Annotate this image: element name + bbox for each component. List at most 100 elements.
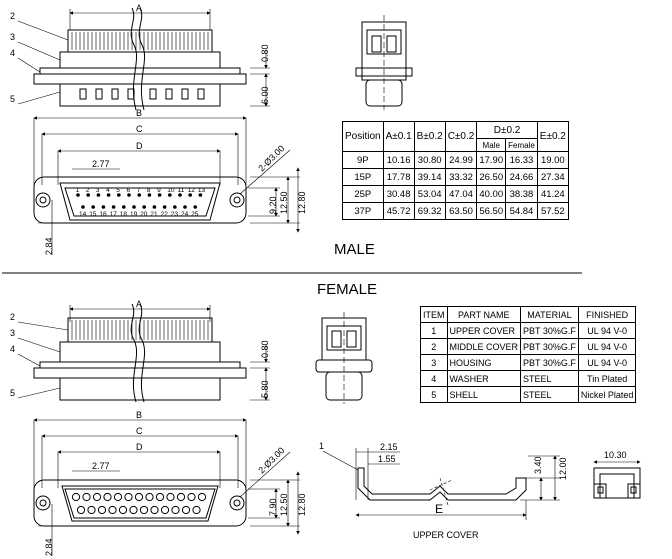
callout-leader <box>17 57 41 73</box>
callout-leader <box>17 353 41 367</box>
socket-hole <box>134 492 144 502</box>
female-label: FEMALE <box>317 281 377 298</box>
hole-male-label: 2-Ø3.00 <box>256 143 286 173</box>
dim-277-label-female: 2.77 <box>92 461 110 471</box>
dim-cell: 24.66 <box>505 168 538 186</box>
side-pin <box>181 88 189 100</box>
pin-hole <box>101 205 106 209</box>
socket-hole <box>160 505 170 515</box>
dim-c-label: C <box>136 124 143 134</box>
socket-hole <box>197 492 207 502</box>
dim-cell: 63.50 <box>444 202 478 220</box>
pin-number: 7 <box>137 187 141 194</box>
pin-number: 3 <box>96 187 100 194</box>
dim-cell: 19.00 <box>536 151 569 169</box>
pin-hole <box>157 193 162 197</box>
dim-cell: 26.50 <box>476 168 507 186</box>
side-pin <box>197 88 205 100</box>
dim-cell: 16.33 <box>505 151 538 169</box>
bom-cell: 2 <box>420 338 448 355</box>
pin-number: 16 <box>99 211 107 218</box>
pin-number: 21 <box>150 211 158 218</box>
pin-number: 13 <box>198 187 206 194</box>
pin-hole <box>96 193 101 197</box>
dim-284-label: 2.84 <box>44 237 54 255</box>
pin-hole <box>117 193 121 197</box>
callout-number: 5 <box>10 388 15 398</box>
dim-a-label-female: A <box>136 299 142 309</box>
socket-hole <box>166 492 175 502</box>
pin-hole <box>76 193 80 197</box>
socket-hole <box>171 505 180 515</box>
socket-hole <box>124 492 133 502</box>
dim-1030-label: 10.30 <box>604 450 627 460</box>
callout-number: 3 <box>10 32 15 42</box>
dim-580-label: 5.80 <box>260 380 270 398</box>
dim-d-label: D <box>136 141 143 151</box>
female-front-view: B C D 2.77 2-Ø3.00 7.90 12.50 12.80 <box>33 410 307 556</box>
socket-hole <box>187 492 196 502</box>
pin-number: 11 <box>178 187 185 194</box>
callout-number: 2 <box>10 312 15 322</box>
callout-leader <box>17 20 69 41</box>
pin-hole <box>132 205 136 209</box>
socket-hole <box>192 505 201 515</box>
bom-cell: HOUSING <box>446 354 522 371</box>
socket-hole <box>150 505 159 515</box>
pin-hole <box>106 193 111 197</box>
hole-female-label: 2-Ø3.00 <box>256 445 286 475</box>
socket-hole <box>155 492 165 502</box>
upper-cover-label: UPPER COVER <box>413 530 479 540</box>
dimension-table: Position A±0.1 B±0.2 C±0.2 D±0.2 E±0.2 M… <box>342 121 569 220</box>
socket-hole <box>71 492 81 502</box>
socket-hole <box>118 505 128 515</box>
socket-hole <box>181 505 191 515</box>
pin-number: 5 <box>116 187 120 194</box>
dim-col-c: C±0.2 <box>444 121 478 152</box>
dim-1280-label: 12.80 <box>297 191 307 214</box>
dim-cell: 53.04 <box>413 185 446 203</box>
pin-hole <box>127 193 131 197</box>
pin-number: 14 <box>79 211 87 218</box>
callout-leader <box>17 321 69 331</box>
pin-hole <box>137 193 141 197</box>
dim-080-label: 0.80 <box>260 44 270 62</box>
dim-c-label-female: C <box>136 426 143 436</box>
pin-number: 25 <box>191 211 199 218</box>
dim-col-a: A±0.1 <box>382 121 415 152</box>
dim-cell: 40.00 <box>476 185 507 203</box>
pin-number: 24 <box>181 211 189 218</box>
socket-hole <box>145 492 154 502</box>
dim-cell: 10.16 <box>382 151 415 169</box>
callout-number: 4 <box>10 344 15 354</box>
callout-number: 4 <box>10 48 15 58</box>
bom-cell: WASHER <box>446 370 522 387</box>
pin-number: 17 <box>110 211 118 218</box>
dim-277-label: 2.77 <box>92 159 110 169</box>
dim-col-d-female: Female <box>505 138 538 152</box>
pin-number: 1 <box>76 187 80 194</box>
dim-cell: 33.32 <box>444 168 478 186</box>
dim-cell: 45.72 <box>382 202 415 220</box>
bom-cell: 1 <box>420 322 448 339</box>
pin-hole <box>86 193 90 197</box>
socket-hole <box>139 505 149 515</box>
dim-cell: 57.52 <box>536 202 569 220</box>
socket-hole <box>76 505 86 515</box>
callout-number: 5 <box>10 94 15 104</box>
pin-hole <box>91 205 95 209</box>
side-pin <box>149 88 157 100</box>
pin-number: 20 <box>140 211 148 218</box>
pin-hole <box>193 205 197 209</box>
dim-cell: 39.14 <box>413 168 446 186</box>
pin-hole <box>81 205 85 209</box>
dim-cell: 54.84 <box>505 202 538 220</box>
